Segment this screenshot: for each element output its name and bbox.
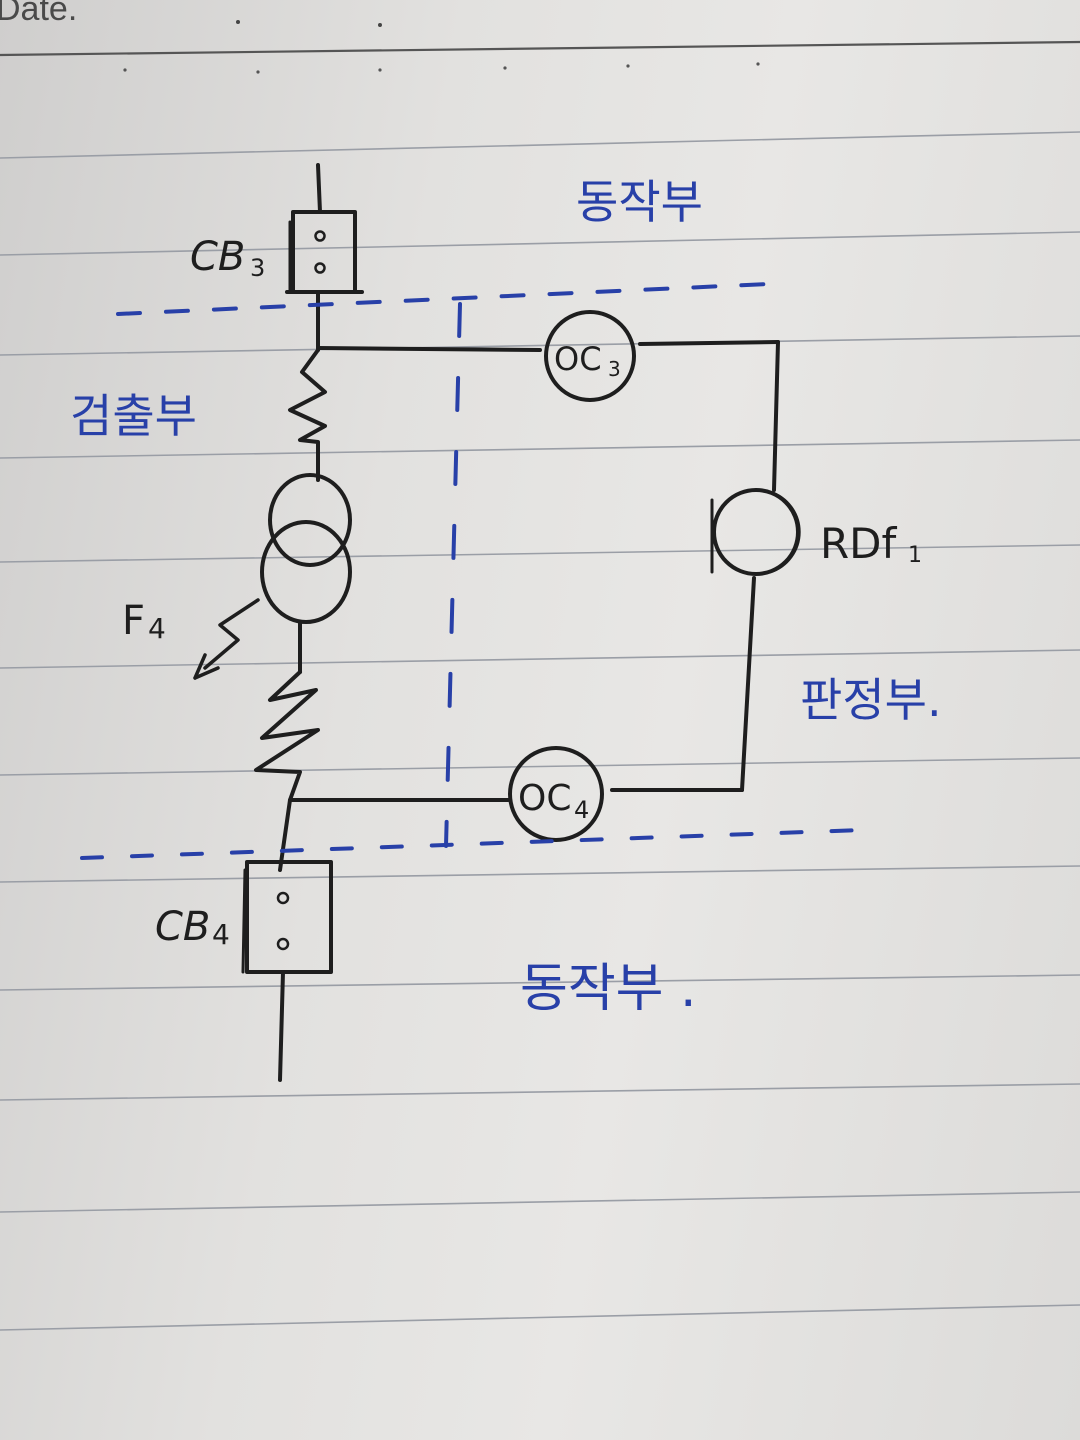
ruled-line — [0, 974, 1080, 991]
fault-label: F — [122, 598, 145, 644]
bottom-feeder-line — [278, 970, 285, 1082]
cb3-label: CB — [190, 234, 245, 280]
ruling-dots — [123, 62, 760, 74]
oc4-label: OC — [518, 778, 571, 819]
ruled-line — [0, 649, 1080, 669]
rdf-subscript: 1 — [908, 543, 922, 568]
section-label-top-operating: 동작부 — [576, 175, 703, 229]
fault-subscript: 4 — [148, 612, 166, 645]
header-dot — [378, 23, 382, 27]
cb4-contact-top — [276, 891, 290, 905]
relay-wire-top — [638, 340, 780, 346]
oc4-subscript: 4 — [574, 796, 589, 824]
cb4-label: CB — [155, 904, 210, 950]
lower-ct-coil — [254, 670, 320, 802]
ruled-lines — [0, 40, 1080, 1331]
ruled-line — [0, 131, 1080, 159]
section-label-judgment: 판정부. — [800, 673, 942, 727]
ruled-line — [0, 1304, 1080, 1331]
upper-ct-coil — [288, 348, 327, 482]
cb3-breaker — [291, 210, 357, 294]
section-label-bottom-operating: 동작부 . — [520, 959, 697, 1019]
ruled-line — [0, 439, 1080, 459]
fault-arrow-line — [203, 598, 260, 670]
ruled-line — [0, 865, 1080, 883]
cb3-contact-bottom — [314, 262, 326, 274]
cb3-subscript: 3 — [250, 254, 265, 282]
ruled-line — [0, 544, 1080, 563]
oc4-relay-circle — [508, 746, 604, 842]
date-label: Date. — [0, 0, 77, 28]
circuit — [193, 163, 801, 1082]
header-rule — [0, 40, 1080, 57]
zone-boundaries — [80, 282, 864, 860]
ruled-line — [0, 231, 1080, 256]
upper-zone-boundary — [116, 282, 770, 316]
rdf-label: RDf — [820, 519, 898, 568]
cb4-breaker — [245, 860, 333, 974]
relay-wire-right — [772, 340, 780, 492]
ruled-line — [0, 757, 1080, 776]
ruled-line — [0, 335, 1080, 356]
oc3-subscript: 3 — [608, 357, 621, 381]
cb4-subscript: 4 — [212, 918, 230, 951]
transformer-secondary-winding — [260, 520, 352, 624]
relay-wire-right — [740, 576, 756, 792]
vertical-bus — [278, 798, 292, 872]
top-feeder-line — [316, 163, 322, 214]
vertical-zone-boundary — [444, 302, 462, 848]
section-label-detection: 검출부 — [70, 389, 197, 443]
fault-arrowhead — [193, 653, 220, 680]
lower-zone-boundary — [80, 828, 864, 860]
rdf-relay-circle-overlay — [768, 490, 801, 574]
cb3-contact-top — [314, 230, 326, 242]
oc3-label: OC — [554, 340, 602, 378]
transformer-primary-winding — [268, 473, 352, 567]
ruled-line — [0, 1191, 1080, 1213]
cb4-contact-bottom — [276, 937, 290, 951]
section-labels: 동작부 검출부 판정부. 동작부 . — [70, 175, 942, 1019]
relay-wire-top — [316, 346, 542, 352]
cb4-box-edge — [241, 868, 247, 974]
component-labels: CB 3 OC 3 RDf 1 F 4 OC 4 CB 4 — [122, 234, 922, 951]
ruled-line — [0, 1083, 1080, 1101]
header-dot — [236, 20, 240, 24]
oc3-relay-circle — [544, 310, 636, 402]
